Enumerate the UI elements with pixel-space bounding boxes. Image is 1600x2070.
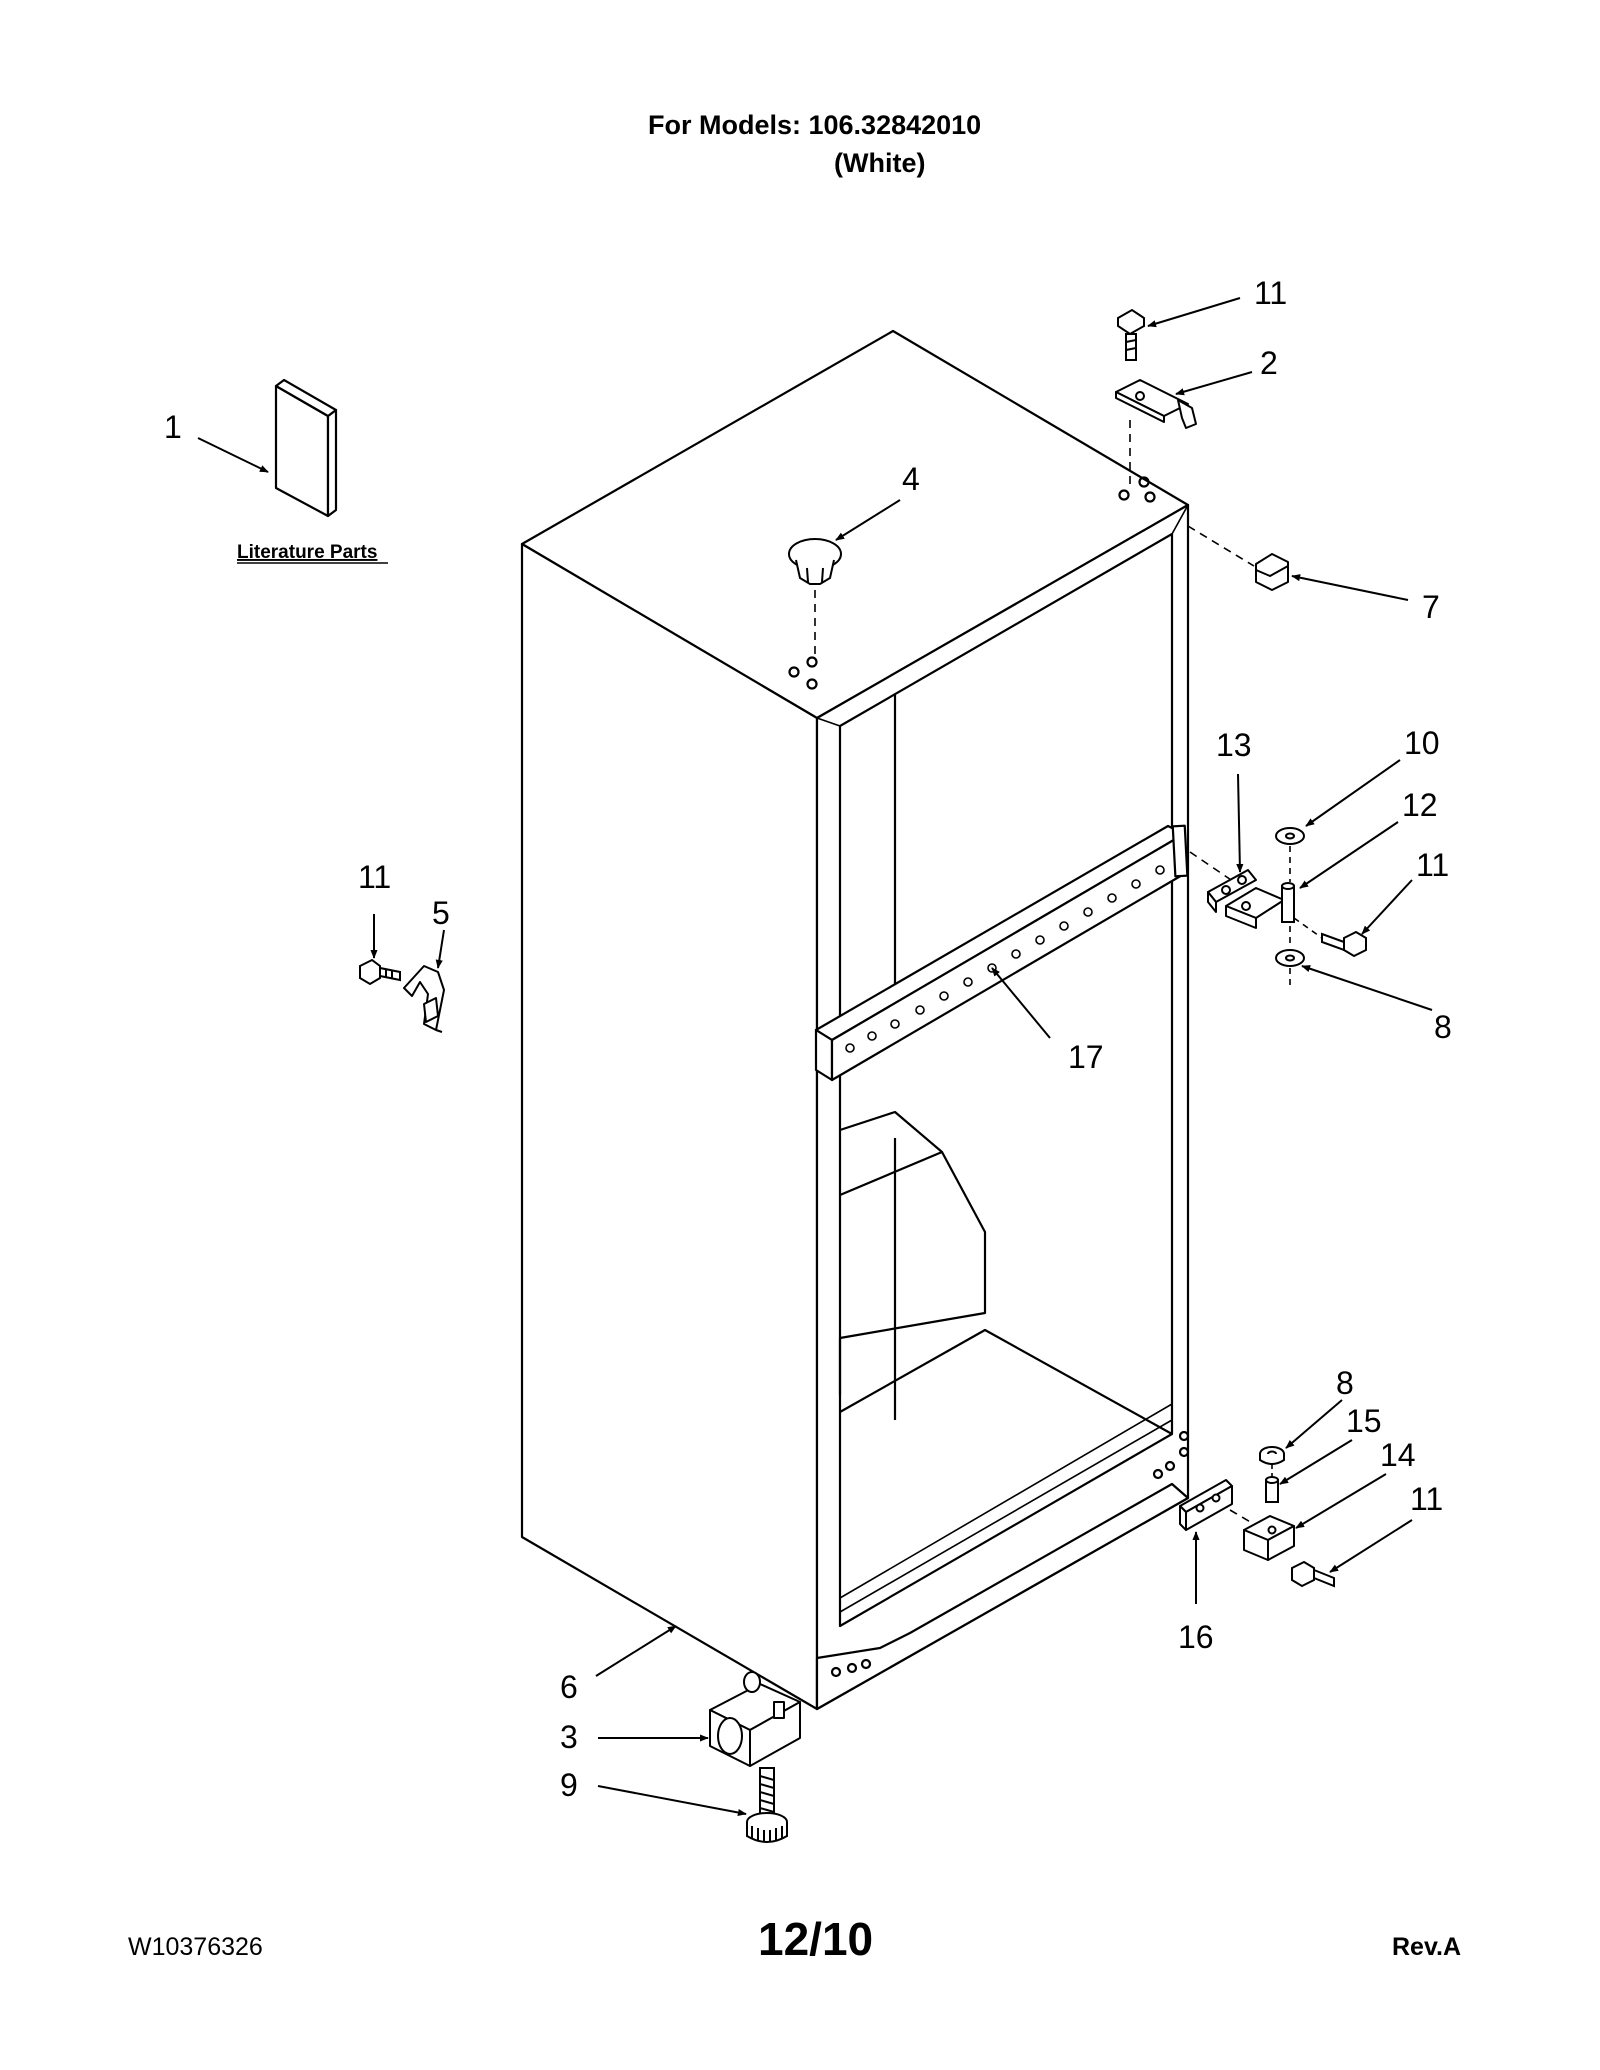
callout-15: 15 <box>1346 1403 1382 1439</box>
callout-8a: 8 <box>1434 1009 1452 1045</box>
center-hinge-screw <box>1321 930 1367 958</box>
center-hinge-shim <box>1207 869 1257 913</box>
bottom-hinge <box>1243 1515 1295 1561</box>
page-date: 12/10 <box>758 1913 874 1965</box>
hinge-cover <box>1255 553 1289 591</box>
callout-4: 4 <box>902 461 920 497</box>
callout-13: 13 <box>1216 727 1252 763</box>
top-plug <box>788 538 842 585</box>
clip-screw <box>359 958 401 986</box>
bottom-hinge-pin <box>1265 1476 1279 1503</box>
center-hinge-pin <box>1281 882 1295 923</box>
bottom-washer <box>1259 1446 1285 1465</box>
clip <box>403 965 445 1033</box>
literature-parts-label: Literature Parts <box>237 542 377 563</box>
callout-11a: 11 <box>1254 275 1287 311</box>
literature-booklet <box>274 378 338 518</box>
document-number: W10376326 <box>128 1933 263 1961</box>
callout-16: 16 <box>1178 1619 1214 1655</box>
center-hinge <box>1225 887 1285 929</box>
callout-6: 6 <box>560 1669 578 1705</box>
leader-lines <box>197 297 1433 1817</box>
callout-numbers: 1 2 3 4 5 6 7 8 8 9 10 11 11 11 11 12 13… <box>164 275 1452 1803</box>
callout-11c: 11 <box>1416 847 1449 883</box>
bottom-hinge-screw <box>1291 1560 1335 1588</box>
callout-8b: 8 <box>1336 1365 1354 1401</box>
leveling-leg <box>746 1767 788 1843</box>
callout-12: 12 <box>1402 787 1438 823</box>
callout-1: 1 <box>164 409 182 445</box>
center-washer-top <box>1275 827 1305 845</box>
callout-2: 2 <box>1260 345 1278 381</box>
callout-17: 17 <box>1068 1039 1104 1075</box>
bottom-hinge-shim <box>1179 1479 1233 1531</box>
callout-11b: 11 <box>358 859 391 895</box>
center-washer-bottom <box>1275 949 1305 967</box>
divider-rail <box>814 824 1189 1082</box>
callout-10: 10 <box>1404 725 1440 761</box>
callout-9: 9 <box>560 1767 578 1803</box>
revision-label: Rev.A <box>1392 1933 1462 1961</box>
models-title: For Models: 106.32842010 <box>648 110 982 140</box>
roller-bracket <box>709 1671 801 1767</box>
callout-14: 14 <box>1380 1437 1416 1473</box>
cabinet-body <box>520 329 1190 1711</box>
top-hinge <box>1115 379 1197 429</box>
top-hinge-screw <box>1117 308 1145 361</box>
callout-3: 3 <box>560 1719 578 1755</box>
callout-11d: 11 <box>1410 1481 1443 1517</box>
callout-5: 5 <box>432 895 450 931</box>
callout-7: 7 <box>1422 589 1440 625</box>
cabinet-left-side <box>520 542 819 1711</box>
color-subtitle: (White) <box>834 148 926 178</box>
